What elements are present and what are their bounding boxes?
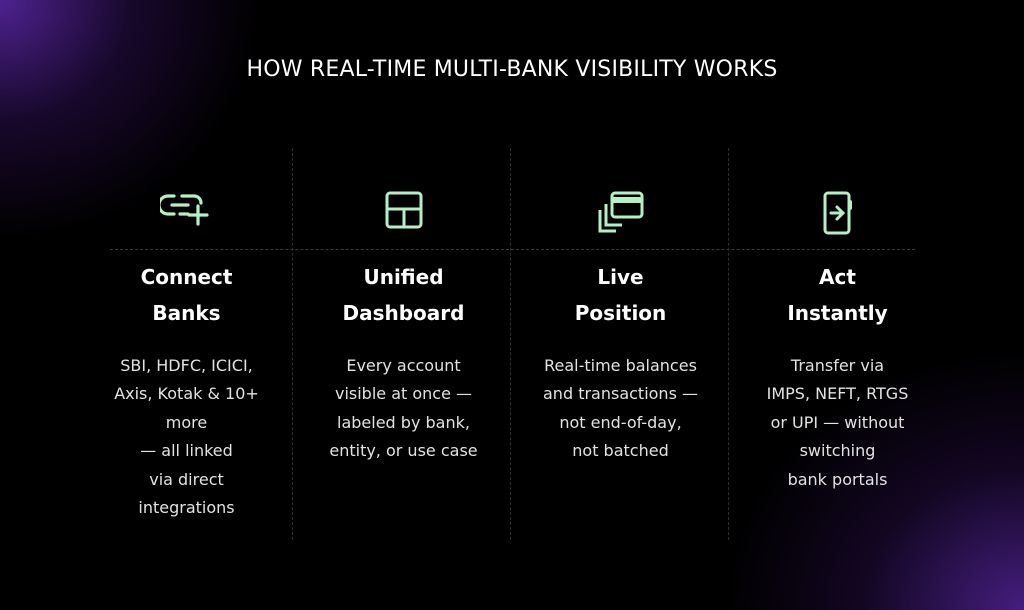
divider bbox=[110, 249, 915, 250]
step-description: SBI, HDFC, ICICI, Axis, Kotak & 10+ more — … bbox=[78, 352, 295, 522]
divider bbox=[292, 148, 293, 540]
step-description: Real-time balances and transactions — not … bbox=[512, 352, 729, 466]
dashboard-layout-icon bbox=[295, 190, 512, 236]
step-title-line: Connect bbox=[140, 265, 233, 289]
step-description-line: not batched bbox=[572, 441, 669, 461]
divider bbox=[510, 148, 511, 540]
step-description-line: bank portals bbox=[787, 469, 888, 489]
step-title-line: Banks bbox=[152, 301, 221, 325]
step-description-line: or UPI — without bbox=[770, 412, 905, 432]
step-description-line: Axis, Kotak & 10+ bbox=[114, 384, 259, 404]
step-description-line: labeled by bank, bbox=[337, 412, 470, 432]
stacked-windows-icon bbox=[512, 190, 729, 236]
step-description-line: via direct bbox=[149, 469, 224, 489]
step-title-line: Act bbox=[819, 265, 856, 289]
step-description-line: Real-time balances bbox=[544, 356, 697, 375]
step-description-line: integrations bbox=[138, 498, 235, 518]
step-title-line: Position bbox=[574, 301, 667, 325]
step-description-line: Transfer via bbox=[790, 356, 885, 375]
step-description-line: IMPS, NEFT, RTGS bbox=[766, 384, 909, 404]
step-title-line: Instantly bbox=[787, 301, 888, 325]
step-description-line: entity, or use case bbox=[329, 441, 478, 461]
step-description-line: and transactions — bbox=[543, 384, 698, 404]
step-description-line: more bbox=[165, 412, 208, 432]
page-title: HOW REAL-TIME MULTI-BANK VISIBILITY WORK… bbox=[246, 57, 778, 82]
step-title-line: Unified bbox=[363, 265, 444, 289]
divider bbox=[728, 148, 729, 540]
step-description-line: visible at once — bbox=[334, 384, 473, 404]
step-description-line: SBI, HDFC, ICICI, bbox=[120, 356, 253, 375]
link-plus-icon bbox=[78, 190, 295, 236]
step-description: Every account visible at once — labeled by… bbox=[295, 352, 512, 466]
step-description-line: — all linked bbox=[140, 441, 233, 461]
step-description-line: switching bbox=[799, 441, 876, 461]
step-title-line: Live bbox=[597, 265, 644, 289]
step-description-line: not end-of-day, bbox=[559, 412, 682, 432]
phone-transfer-icon bbox=[729, 190, 946, 236]
step-description-line: Every account bbox=[346, 356, 461, 375]
step-title-line: Dashboard bbox=[342, 301, 465, 325]
